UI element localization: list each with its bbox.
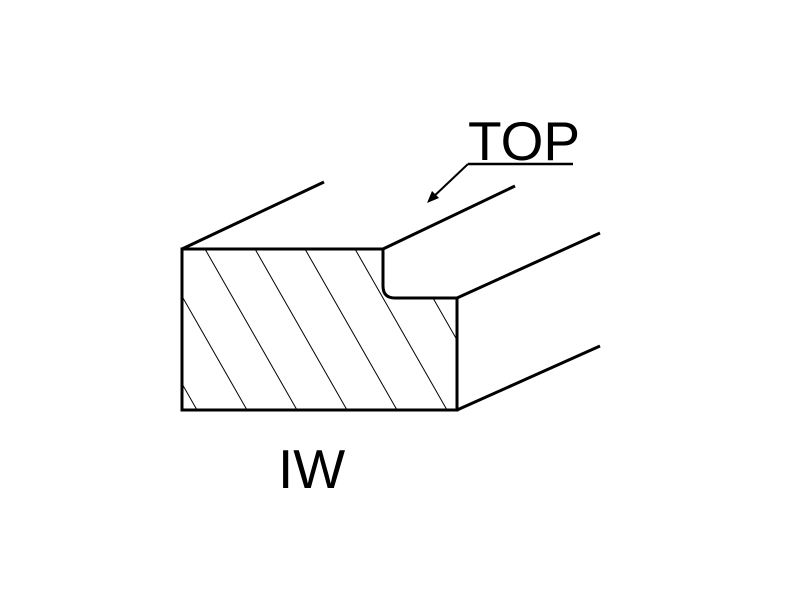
hatch-line: [454, 249, 457, 410]
hatch-line: [5, 249, 97, 410]
top-leader: [427, 162, 573, 203]
section-hatching: [0, 249, 457, 410]
hatch-line: [55, 249, 147, 410]
hatch-line: [182, 249, 248, 410]
arrowhead-icon: [427, 191, 439, 203]
profile-label: IW: [278, 438, 345, 500]
section-outline: [180, 247, 459, 412]
hatch-line: [354, 249, 448, 410]
hatch-line: [0, 249, 47, 410]
extrusion-line-top-right: [382, 184, 516, 251]
hatch-line: [254, 249, 348, 410]
hatch-line: [304, 249, 398, 410]
top-label: TOP: [468, 110, 580, 172]
extrusion-line-step: [456, 231, 601, 300]
extrusion-line-bottom: [456, 344, 601, 412]
hatch-line: [404, 249, 457, 410]
hatch-line: [204, 249, 298, 410]
extrusion-line-top-left: [181, 180, 325, 251]
